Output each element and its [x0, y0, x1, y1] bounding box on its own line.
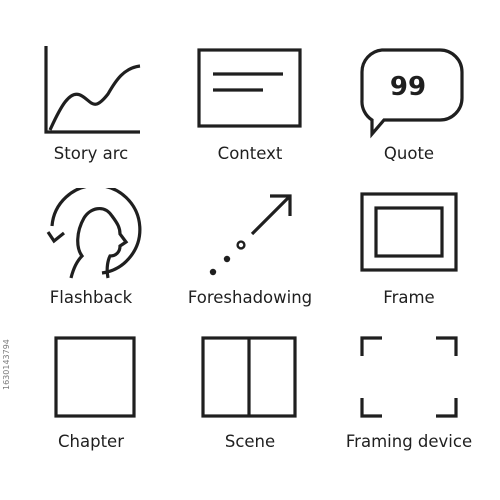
- framing-device-tile: Framing device: [326, 332, 492, 477]
- quote-bubble-icon: 99: [360, 48, 464, 139]
- framing-corners-icon: [360, 336, 458, 418]
- foreshadowing-icon: [209, 194, 292, 276]
- story-arc-label: Story arc: [53, 144, 129, 163]
- foreshadowing-label: Foreshadowing: [187, 288, 313, 307]
- quote-glyph: 99: [390, 72, 426, 102]
- chapter-tile: Chapter: [8, 332, 174, 477]
- context-label: Context: [217, 144, 283, 163]
- context-tile: Context: [167, 44, 333, 189]
- story-arc-tile: Story arc: [8, 44, 174, 189]
- flashback-label: Flashback: [49, 288, 133, 307]
- frame-tile: Frame: [326, 188, 492, 333]
- quote-label: Quote: [383, 144, 435, 163]
- stock-id-caption: 1630143794: [2, 339, 11, 390]
- scene-tile: Scene: [167, 332, 333, 477]
- chapter-icon: [54, 336, 136, 418]
- frame-icon: [360, 192, 458, 272]
- flashback-tile: Flashback: [8, 188, 174, 333]
- quote-tile: 99 Quote: [326, 44, 492, 189]
- chapter-label: Chapter: [58, 432, 124, 451]
- framing-device-label: Framing device: [345, 432, 473, 451]
- scene-icon: [201, 336, 297, 418]
- scene-label: Scene: [224, 432, 276, 451]
- foreshadowing-tile: Foreshadowing: [167, 188, 333, 333]
- frame-label: Frame: [383, 288, 435, 307]
- flashback-icon: [46, 188, 142, 279]
- story-arc-icon: [44, 46, 141, 134]
- context-icon: [197, 48, 302, 128]
